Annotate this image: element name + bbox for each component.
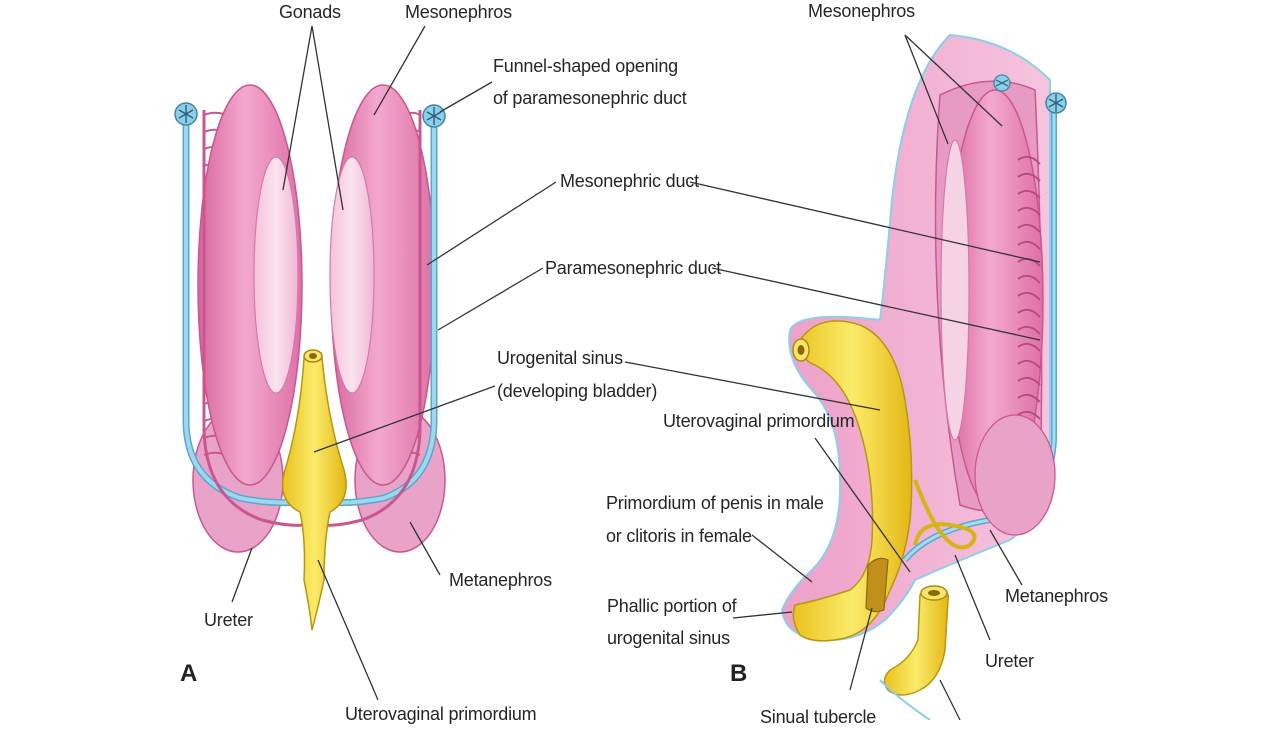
mesonephric-tubule <box>1017 359 1041 369</box>
label-ureter-b: Ureter <box>985 651 1034 671</box>
panel-label-b: B <box>730 660 748 687</box>
panel-label-a: A <box>180 660 198 687</box>
label-phallic-line2: urogenital sinus <box>607 628 730 648</box>
label-penis-line1: Primordium of penis in male <box>606 493 824 513</box>
mesonephric-tubule <box>1017 155 1041 165</box>
label-mesonephric-duct: Mesonephric duct <box>560 171 699 191</box>
funnel-b-back-icon <box>993 74 1011 92</box>
ureter-b <box>913 479 977 550</box>
mesonephric-tubule <box>1017 291 1041 301</box>
label-funnel-line2: of paramesonephric duct <box>493 88 687 108</box>
label-gonads: Gonads <box>279 2 341 22</box>
label-funnel-line1: Funnel-shaped opening <box>493 56 678 76</box>
metanephros-b <box>974 414 1056 536</box>
gonad-right <box>329 156 375 394</box>
label-metanephros-b: Metanephros <box>1005 586 1108 606</box>
mesonephric-tubule <box>1017 189 1041 199</box>
mesonephric-tubule <box>1017 240 1041 250</box>
label-phallic-line1: Phallic portion of <box>607 596 737 616</box>
label-urogenital-sinus-line1: Urogenital sinus <box>497 348 623 368</box>
panel-a-drawing <box>174 84 446 631</box>
label-urogenital-sinus-line2: (developing bladder) <box>497 381 658 401</box>
funnel-b-icon <box>1045 92 1067 114</box>
mesonephric-tubule <box>1017 376 1041 386</box>
label-mesonephros-a: Mesonephros <box>405 2 512 22</box>
mesonephric-duct-right <box>313 110 422 527</box>
mesonephric-tubule <box>1017 274 1041 284</box>
urogenital-sinus-a <box>281 357 347 631</box>
gonad-left <box>253 156 299 394</box>
gonad-b <box>940 139 970 441</box>
label-ureter-a: Ureter <box>204 610 253 630</box>
funnel-left-icon <box>174 102 198 126</box>
label-uterovaginal-b: Uterovaginal primordium <box>663 411 855 431</box>
label-paramesonephric-duct: Paramesonephric duct <box>545 258 722 278</box>
panel-b-drawing <box>780 33 1067 721</box>
label-penis-line2: or clitoris in female <box>606 526 752 546</box>
mesonephric-tubule <box>1017 342 1041 352</box>
label-sinual-tubercle: Sinual tubercle <box>760 707 877 727</box>
sinus-cut-section <box>865 557 889 613</box>
label-mesonephros-b: Mesonephros <box>808 1 915 21</box>
mesonephric-tubule <box>1017 308 1041 318</box>
label-uterovaginal-a: Uterovaginal primordium <box>345 704 537 724</box>
mesonephric-tubule <box>1017 206 1041 216</box>
mesonephric-tubule <box>1017 223 1041 233</box>
mesonephric-tubule <box>1017 325 1041 335</box>
funnel-right-icon <box>422 104 446 128</box>
label-metanephros-a: Metanephros <box>449 570 552 590</box>
mesonephric-tubule <box>1017 172 1041 182</box>
mesonephric-duct-left <box>202 110 313 527</box>
mesonephric-tubule <box>1017 410 1041 420</box>
leader-lines <box>231 25 1041 721</box>
mesonephric-tubule <box>1017 393 1041 403</box>
